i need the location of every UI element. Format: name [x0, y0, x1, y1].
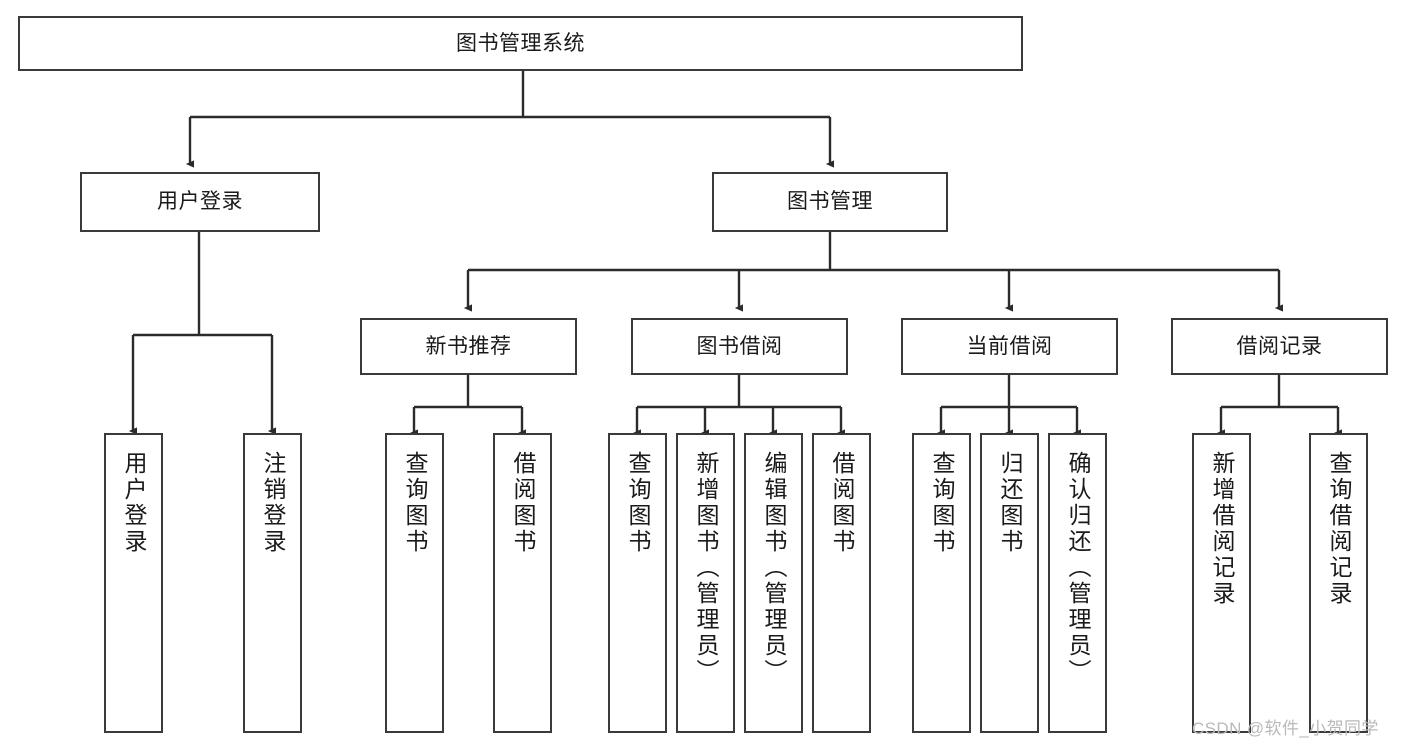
node-leaf-add-book[interactable]: 新增图书（管理员） — [676, 433, 735, 733]
node-leaf-borrow-book-1-label: 借阅图书 — [510, 451, 536, 555]
node-root[interactable]: 图书管理系统 — [18, 16, 1023, 71]
node-leaf-borrow-book-1[interactable]: 借阅图书 — [493, 433, 552, 733]
node-leaf-add-book-label: 新增图书（管理员） — [693, 451, 719, 685]
node-leaf-query-book-3-label: 查询图书 — [929, 451, 955, 555]
node-leaf-query-book-3[interactable]: 查询图书 — [912, 433, 971, 733]
node-leaf-borrow-book-2-label: 借阅图书 — [829, 451, 855, 555]
node-leaf-query-book-1[interactable]: 查询图书 — [385, 433, 444, 733]
node-leaf-query-book-2[interactable]: 查询图书 — [608, 433, 667, 733]
node-new-book-recommend-label: 新书推荐 — [425, 334, 512, 358]
node-borrow-record-label: 借阅记录 — [1236, 334, 1323, 358]
node-leaf-confirm-return[interactable]: 确认归还（管理员） — [1048, 433, 1107, 733]
node-leaf-user-login-label: 用户登录 — [121, 451, 147, 555]
node-user-login-label: 用户登录 — [157, 190, 243, 214]
node-book-borrow-label: 图书借阅 — [696, 334, 783, 358]
node-leaf-user-login[interactable]: 用户登录 — [104, 433, 163, 733]
node-current-borrow[interactable]: 当前借阅 — [901, 318, 1118, 375]
csdn-watermark: CSDN @软件_小贺同学 — [1192, 719, 1379, 738]
node-leaf-logout-login-label: 注销登录 — [260, 451, 286, 555]
node-current-borrow-label: 当前借阅 — [966, 334, 1053, 358]
node-leaf-add-record-label: 新增借阅记录 — [1209, 451, 1235, 607]
node-leaf-query-book-2-label: 查询图书 — [625, 451, 651, 555]
node-leaf-return-book-label: 归还图书 — [997, 451, 1023, 555]
node-book-manage[interactable]: 图书管理 — [712, 172, 948, 232]
node-leaf-confirm-return-label: 确认归还（管理员） — [1065, 451, 1091, 685]
node-leaf-query-record-label: 查询借阅记录 — [1326, 451, 1352, 607]
node-leaf-logout-login[interactable]: 注销登录 — [243, 433, 302, 733]
node-leaf-edit-book-label: 编辑图书（管理员） — [761, 451, 787, 685]
node-book-manage-label: 图书管理 — [787, 190, 873, 214]
node-user-login[interactable]: 用户登录 — [80, 172, 320, 232]
node-new-book-recommend[interactable]: 新书推荐 — [360, 318, 577, 375]
node-borrow-record[interactable]: 借阅记录 — [1171, 318, 1388, 375]
node-leaf-add-record[interactable]: 新增借阅记录 — [1192, 433, 1251, 733]
node-book-borrow[interactable]: 图书借阅 — [631, 318, 848, 375]
node-leaf-borrow-book-2[interactable]: 借阅图书 — [812, 433, 871, 733]
node-leaf-return-book[interactable]: 归还图书 — [980, 433, 1039, 733]
node-leaf-edit-book[interactable]: 编辑图书（管理员） — [744, 433, 803, 733]
node-root-label: 图书管理系统 — [456, 31, 585, 55]
node-leaf-query-record[interactable]: 查询借阅记录 — [1309, 433, 1368, 733]
node-leaf-query-book-1-label: 查询图书 — [402, 451, 428, 555]
